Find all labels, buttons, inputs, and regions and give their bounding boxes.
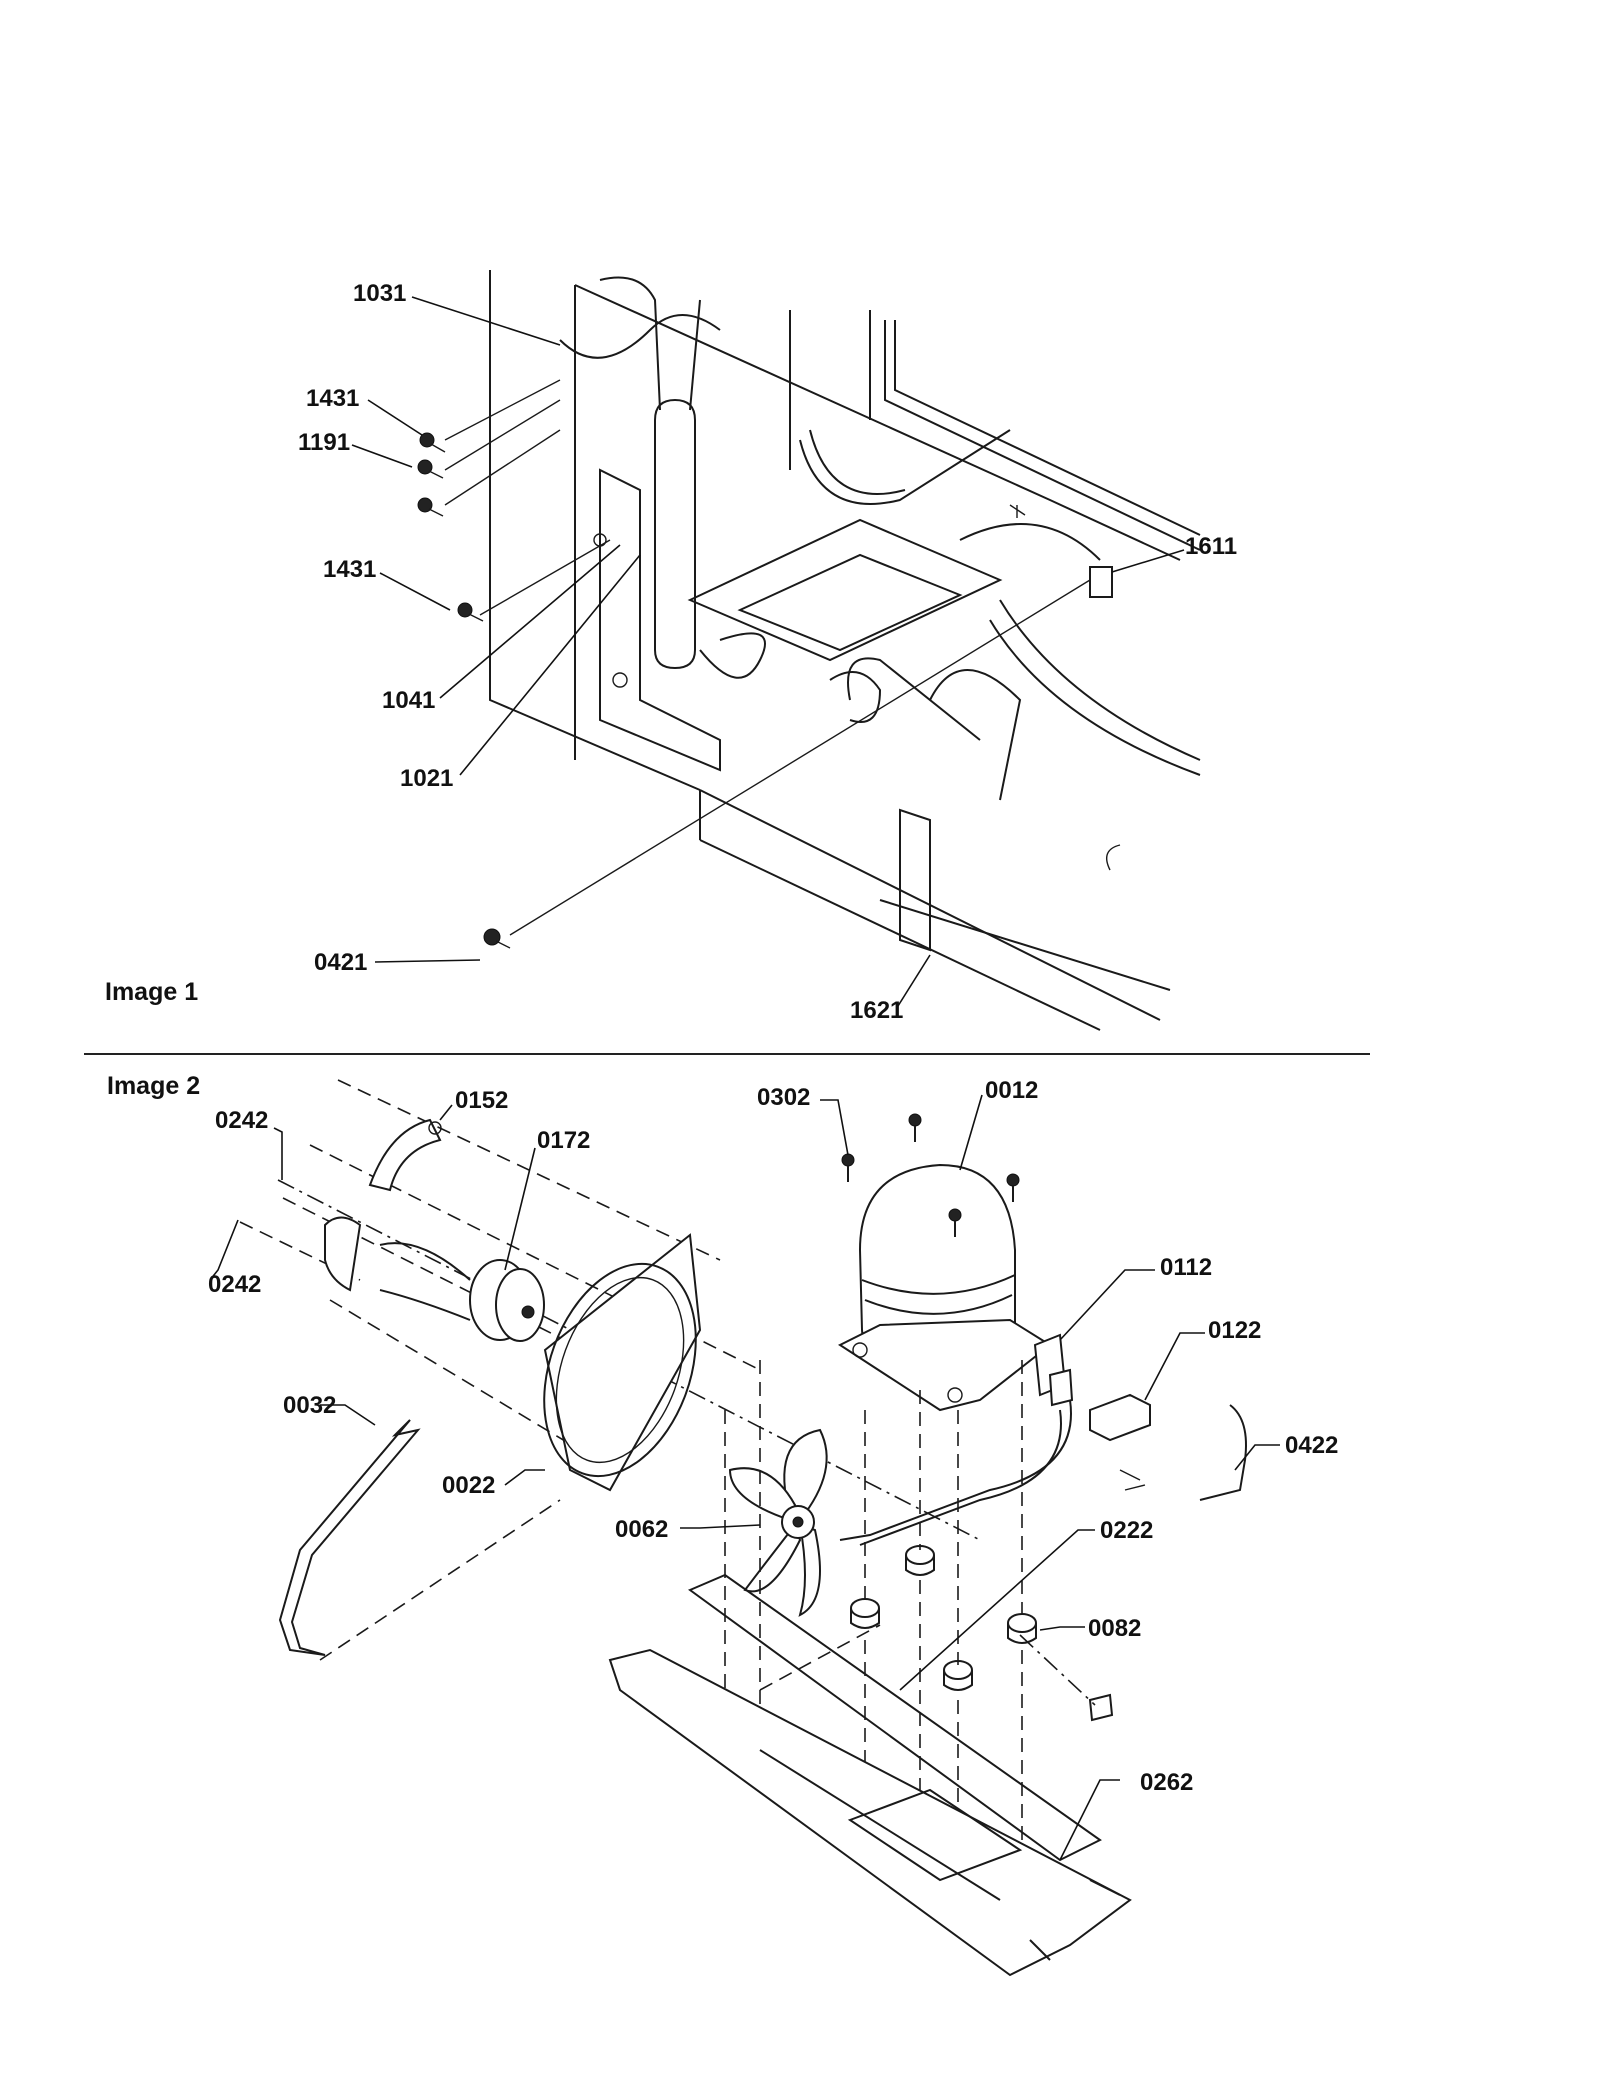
bolt-icon <box>1006 1173 1020 1202</box>
callout-0422: 0422 <box>1285 1432 1338 1459</box>
callout-0421: 0421 <box>314 949 367 976</box>
grommet-icon <box>943 1660 973 1691</box>
image1-labels: 1031 1431 1191 1431 1611 1041 1021 0421 … <box>105 280 1237 1024</box>
callout-0012: 0012 <box>985 1077 1038 1104</box>
callout-1431: 1431 <box>306 385 359 412</box>
callout-1191: 1191 <box>298 429 350 456</box>
panel-title-image1: Image 1 <box>105 978 198 1006</box>
image1-drawing <box>417 270 1201 1031</box>
callout-0062: 0062 <box>615 1516 668 1543</box>
callout-0262: 0262 <box>1140 1769 1193 1796</box>
callout-0222: 0222 <box>1100 1517 1153 1544</box>
callout-1431: 1431 <box>323 556 376 583</box>
callout-1041: 1041 <box>382 687 435 714</box>
panel-title-image2: Image 2 <box>107 1072 200 1100</box>
callout-1031: 1031 <box>353 280 406 307</box>
callout-1621: 1621 <box>850 997 903 1024</box>
callout-0172: 0172 <box>537 1127 590 1154</box>
callout-0242: 0242 <box>208 1271 261 1298</box>
bolt-icon <box>948 1208 962 1237</box>
bolt-icon <box>908 1113 922 1142</box>
image1-leaders <box>351 296 1185 1007</box>
callout-0152: 0152 <box>455 1087 508 1114</box>
callout-0082: 0082 <box>1088 1615 1141 1642</box>
grommet-icon <box>850 1598 880 1629</box>
callout-1021: 1021 <box>400 765 453 792</box>
callout-0122: 0122 <box>1208 1317 1261 1344</box>
callout-0242: 0242 <box>215 1107 268 1134</box>
screw-icon <box>457 602 484 622</box>
screw-icon <box>419 432 446 453</box>
image2-leaders <box>209 1094 1280 1861</box>
screw-icon <box>417 459 444 479</box>
callout-0032: 0032 <box>283 1392 336 1419</box>
callout-0022: 0022 <box>442 1472 495 1499</box>
callout-1611: 1611 <box>1185 533 1237 560</box>
screw-icon <box>417 497 444 517</box>
grommet-icon <box>1007 1613 1037 1644</box>
image2-labels: 0152 0242 0172 0242 0302 0012 0112 0122 … <box>208 1077 1338 1796</box>
callout-0112: 0112 <box>1160 1254 1212 1281</box>
grommet-icon <box>905 1545 935 1576</box>
bolt-icon <box>841 1153 855 1182</box>
fan-blade-icon <box>728 1428 828 1617</box>
callout-0302: 0302 <box>757 1084 810 1111</box>
compressor-icon <box>837 1163 1052 1412</box>
image2-drawing <box>239 1079 1247 1977</box>
screw-icon <box>483 928 511 949</box>
